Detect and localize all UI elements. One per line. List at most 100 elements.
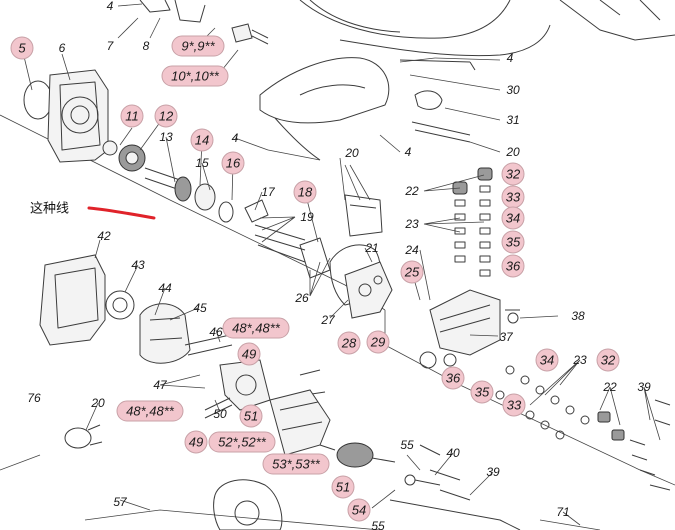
label-text: 55 (371, 519, 385, 530)
label-76: 76 (27, 391, 41, 405)
label-32: 32 (501, 162, 525, 186)
label-33: 33 (501, 185, 525, 209)
callout-pill (222, 317, 290, 339)
label-12: 12 (154, 104, 178, 128)
label-text: 15 (195, 156, 209, 170)
label-5: 5 (10, 36, 34, 60)
label-49: 49 (184, 430, 208, 454)
label-30: 30 (506, 83, 520, 97)
label-text: 20 (344, 146, 359, 160)
callout-circle (470, 380, 494, 404)
label-text: 45 (193, 301, 207, 315)
label-4: 4 (405, 145, 412, 159)
label-text: 33 (507, 398, 522, 413)
callout-circle (501, 162, 525, 186)
label-4: 4 (507, 51, 514, 65)
callout-circle (154, 104, 178, 128)
label-6: 6 (59, 41, 66, 55)
label-4: 4 (232, 131, 239, 145)
label-text: 36 (506, 259, 521, 274)
label-13: 13 (159, 130, 173, 144)
valve-stack-parts (429, 167, 520, 356)
label-28: 28 (337, 331, 361, 355)
label-text: 17 (261, 185, 276, 199)
label-text: 47 (153, 378, 168, 392)
callout-circle (400, 260, 424, 284)
label-text: 30 (506, 83, 520, 97)
label-text: 34 (506, 211, 520, 226)
label-text: 10*,10** (171, 69, 220, 84)
label-25: 25 (400, 260, 424, 284)
annotation-text: 这种线 (30, 201, 69, 217)
label-text: 22 (404, 184, 419, 198)
label-23: 23 (404, 217, 419, 231)
callout-circle (239, 404, 263, 428)
label-text: 36 (446, 371, 461, 386)
gear-housing-parts (23, 69, 306, 263)
part-labels: 5 6 4 7 8 9*,9** 10*,10** 4 30 31 20 4 1… (10, 0, 651, 530)
label-text: 9*,9** (181, 39, 215, 54)
label-text: 39 (637, 380, 651, 394)
label-text: 52*,52** (218, 435, 267, 450)
label-27: 27 (320, 313, 336, 327)
callout-circle (120, 104, 144, 128)
label-34: 34 (535, 348, 559, 372)
label-71: 71 (556, 505, 569, 519)
label-55: 55 (400, 438, 414, 452)
label-39: 39 (486, 465, 500, 479)
label-text: 28 (341, 336, 357, 351)
label-text: 49 (242, 347, 256, 362)
label-10: 10*,10** (161, 65, 229, 87)
label-text: 19 (300, 210, 314, 224)
callout-circle (501, 230, 525, 254)
callout-circle (184, 430, 208, 454)
callout-circle (535, 348, 559, 372)
label-text: 23 (404, 217, 419, 231)
label-text: 44 (158, 281, 172, 295)
label-29: 29 (366, 330, 390, 354)
label-text: 48*,48** (126, 404, 175, 419)
label-23: 23 (572, 353, 587, 367)
label-text: 32 (506, 167, 521, 182)
label-15: 15 (195, 156, 209, 170)
label-text: 57 (113, 495, 128, 509)
label-text: 4 (405, 145, 412, 159)
label-text: 35 (475, 385, 490, 400)
label-text: 31 (506, 113, 519, 127)
callout-circle (502, 393, 526, 417)
label-20: 20 (505, 145, 520, 159)
label-text: 71 (556, 505, 569, 519)
callout-circle (331, 475, 355, 499)
label-text: 29 (370, 335, 385, 350)
label-text: 7 (107, 39, 115, 53)
label-11: 11 (120, 104, 144, 128)
label-text: 55 (400, 438, 414, 452)
label-57: 57 (113, 495, 128, 509)
label-text: 22 (602, 380, 617, 394)
label-35: 35 (470, 380, 494, 404)
label-text: 34 (540, 353, 554, 368)
callout-circle (366, 330, 390, 354)
label-21: 21 (364, 241, 378, 255)
label-26: 26 (294, 291, 309, 305)
label-4: 4 (107, 0, 114, 13)
motor-parts (39, 254, 471, 530)
label-text: 40 (446, 446, 460, 460)
label-33: 33 (502, 393, 526, 417)
callout-circle (347, 498, 371, 522)
label-20: 20 (90, 396, 105, 410)
callout-circle (10, 36, 34, 60)
label-48: 48*,48** (222, 317, 290, 339)
label-39: 39 (637, 380, 651, 394)
label-22: 22 (602, 380, 617, 394)
label-text: 38 (571, 309, 585, 323)
callout-circle (441, 366, 465, 390)
label-35: 35 (501, 230, 525, 254)
callout-circle (501, 254, 525, 278)
label-text: 33 (506, 190, 521, 205)
label-text: 21 (364, 241, 378, 255)
label-text: 23 (572, 353, 587, 367)
label-18: 18 (293, 180, 317, 204)
label-51: 51 (239, 404, 263, 428)
